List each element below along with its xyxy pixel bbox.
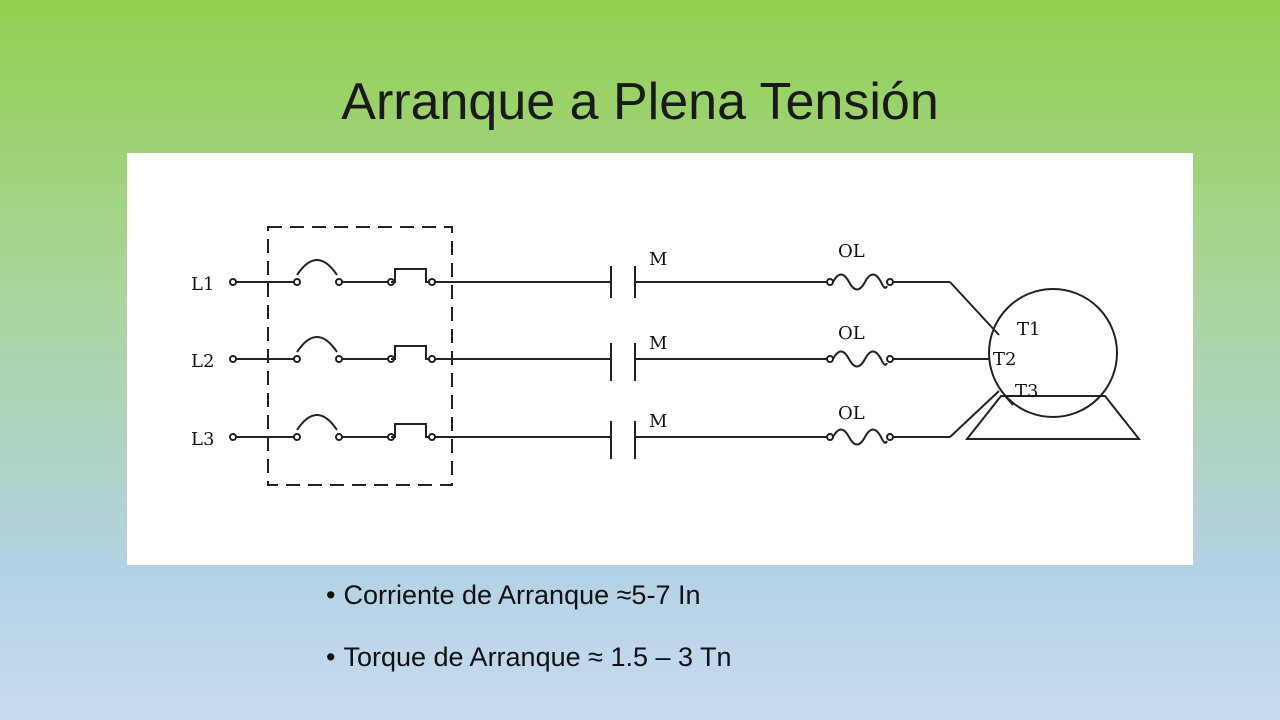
bullet-list: •Corriente de Arranque ≈5-7 In •Torque d… (326, 575, 1126, 699)
label-l1: L1 (191, 274, 214, 295)
line-1-wiring (229, 259, 1000, 336)
bullet-text: Torque de Arranque ≈ 1.5 – 3 Tn (343, 642, 732, 672)
motor-base (964, 395, 1142, 440)
line-2-wiring (229, 336, 989, 381)
bullet-text: Corriente de Arranque ≈5-7 In (343, 580, 701, 610)
bullet-item-starting-current: •Corriente de Arranque ≈5-7 In (326, 575, 1126, 637)
bullet-dot-icon: • (326, 642, 336, 672)
label-t2: T2 (993, 349, 1016, 370)
circuit-svg: L1 L2 L3 M M M OL OL OL T1 T2 T3 (191, 226, 1142, 486)
bullet-dot-icon: • (326, 580, 336, 610)
label-m-1: M (649, 249, 667, 270)
label-t1: T1 (1017, 319, 1040, 340)
label-m-2: M (649, 333, 667, 354)
label-ol-1: OL (838, 241, 865, 262)
label-ol-3: OL (838, 403, 865, 424)
circuit-diagram: L1 L2 L3 M M M OL OL OL T1 T2 T3 (127, 153, 1193, 565)
disconnect-box (267, 226, 453, 486)
slide-title: Arranque a Plena Tensión (0, 72, 1280, 132)
label-l2: L2 (191, 351, 214, 372)
label-t3: T3 (1015, 381, 1038, 402)
label-m-3: M (649, 411, 667, 432)
motor-circle (988, 288, 1118, 418)
diagram-labels: L1 L2 L3 M M M OL OL OL T1 T2 T3 (191, 241, 1040, 450)
title-text: Arranque a Plena Tensión (341, 73, 939, 131)
label-ol-2: OL (838, 323, 865, 344)
label-l3: L3 (191, 429, 214, 450)
bullet-item-starting-torque: •Torque de Arranque ≈ 1.5 – 3 Tn (326, 637, 1126, 699)
line-3-wiring (229, 390, 1000, 459)
